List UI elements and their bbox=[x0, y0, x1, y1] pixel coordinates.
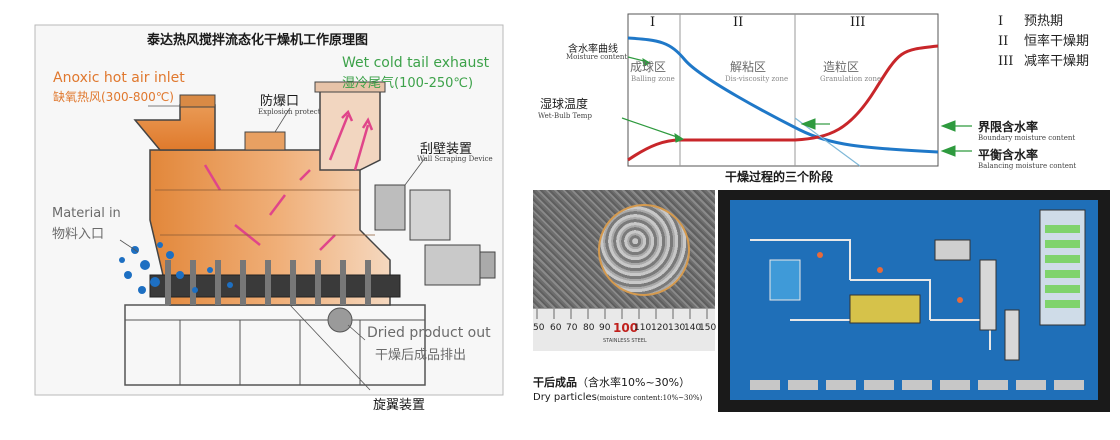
ruler-number-60: 60 bbox=[550, 323, 562, 333]
wall-scraper bbox=[374, 184, 406, 231]
explosion-port bbox=[244, 131, 286, 151]
exhaust-label-cn: 湿冷尾气(100-250℃) bbox=[342, 76, 474, 91]
temperature-curve bbox=[627, 44, 939, 162]
rotor-blades bbox=[165, 260, 371, 305]
ruler: 50 60 70 80 90 100 110 120 130 140 150 S… bbox=[533, 308, 717, 351]
stages-legend: I 预热期 II 恒率干燥期 III 减率干燥期 bbox=[998, 12, 1089, 72]
boundary-label-cn: 界限含水率 bbox=[978, 120, 1039, 134]
particles-photo bbox=[533, 190, 715, 308]
balance-label-en: Balancing moisture content bbox=[978, 162, 1077, 170]
particles-caption-cn: 干后成品（含水率10%~30%） bbox=[533, 374, 690, 390]
dryer-illustration bbox=[34, 24, 504, 396]
moisture-curve-label-en: Moisture content bbox=[566, 53, 628, 61]
mimic-dryer bbox=[849, 294, 921, 324]
legend-text-1: 预热期 bbox=[1024, 14, 1064, 29]
stage-numeral-1: I bbox=[650, 15, 656, 30]
dryer-diagram-panel: 泰达热风搅拌流态化干燥机工作原理图 Anoxic hot air inlet 缺… bbox=[30, 20, 510, 420]
dried-out-label-en: Dried product out bbox=[367, 325, 491, 341]
rotor-shaft bbox=[149, 274, 401, 298]
scraping-label-en: Wall Scraping Device bbox=[417, 155, 493, 163]
ruler-numbers: 50 60 70 80 90 100 110 120 130 140 150 bbox=[533, 321, 717, 337]
mimic-bottom-buttons bbox=[750, 380, 1084, 390]
mimic-indicators bbox=[817, 252, 963, 303]
legend-item-2: II 恒率干燥期 bbox=[998, 32, 1089, 52]
ruler-number-90: 90 bbox=[599, 323, 611, 333]
material-particles bbox=[119, 242, 233, 294]
particles-caption-en-row: Dry particles(moisture content:10%~30%) bbox=[533, 392, 702, 403]
rotor-label-cn: 旋翼装置 bbox=[373, 398, 426, 413]
zone2-label-en: Dis-viscosity zone bbox=[725, 75, 789, 83]
dried-out-label-cn: 干燥后成品排出 bbox=[375, 348, 467, 363]
particles-caption-title: 干后成品 bbox=[533, 376, 577, 389]
ruler-caption: STAINLESS STEEL bbox=[603, 338, 647, 344]
ruler-number-50: 50 bbox=[533, 323, 545, 333]
wet-bulb-label-cn: 湿球温度 bbox=[540, 97, 589, 111]
legend-text-3: 减率干燥期 bbox=[1024, 54, 1090, 69]
ruler-number-80: 80 bbox=[583, 323, 595, 333]
material-in-label-en: Material in bbox=[52, 206, 121, 221]
ruler-number-110: 110 bbox=[634, 323, 652, 333]
drive-motor bbox=[424, 244, 481, 286]
stage-numeral-3: III bbox=[850, 15, 866, 30]
moisture-curve bbox=[627, 36, 939, 154]
mimic-side-panel-buttons bbox=[1045, 225, 1080, 308]
zone1-label-en: Balling zone bbox=[631, 75, 675, 83]
control-screen-display bbox=[730, 200, 1098, 400]
legend-item-3: III 减率干燥期 bbox=[998, 52, 1089, 72]
mimic-fan bbox=[934, 239, 971, 261]
particles-caption-en: Dry particles bbox=[533, 392, 597, 403]
dry-particles-panel: 50 60 70 80 90 100 110 120 130 140 150 S… bbox=[533, 190, 717, 418]
stages-chart-caption: 干燥过程的三个阶段 bbox=[725, 170, 834, 184]
mimic-silo bbox=[1004, 309, 1020, 361]
ruler-number-120: 120 bbox=[651, 323, 669, 333]
legend-numeral-2: II bbox=[998, 34, 1009, 49]
ruler-number-70: 70 bbox=[566, 323, 578, 333]
zone3-label-cn: 造粒区 bbox=[823, 60, 860, 74]
ruler-ticks bbox=[536, 309, 708, 319]
legend-numeral-1: I bbox=[998, 14, 1004, 29]
legend-numeral-3: III bbox=[998, 54, 1014, 69]
zone1-label-cn: 成球区 bbox=[630, 60, 667, 74]
moisture-curve-label-cn: 含水率曲线 bbox=[568, 44, 618, 55]
exhaust-label-en: Wet cold tail exhaust bbox=[342, 55, 490, 71]
explosion-port-label-en: Explosion protect bbox=[258, 108, 321, 116]
particles-caption-range: （含水率10%~30%） bbox=[577, 376, 691, 389]
explosion-port-label-cn: 防爆口 bbox=[260, 94, 300, 109]
drying-stages-chart: I II III 含水率曲线 Moisture content 成球区 Ball… bbox=[530, 0, 1110, 185]
ruler-number-140: 140 bbox=[684, 323, 702, 333]
zone2-label-cn: 解粘区 bbox=[730, 60, 767, 74]
scraping-label-cn: 刮壁装置 bbox=[420, 142, 473, 157]
hot-air-inlet-label-en: Anoxic hot air inlet bbox=[53, 70, 185, 86]
zone3-label-en: Granulation zone bbox=[820, 75, 882, 83]
stage-numeral-2: II bbox=[733, 15, 744, 30]
discharge-outlet bbox=[327, 307, 353, 333]
hot-air-inlet-label-cn: 缺氧热风(300-800℃) bbox=[53, 90, 174, 104]
mimic-tank-1 bbox=[769, 259, 801, 301]
boundary-label-en: Boundary moisture content bbox=[978, 134, 1076, 142]
control-screen bbox=[718, 190, 1110, 412]
stages-chart-frame bbox=[627, 13, 939, 167]
balance-label-cn: 平衡含水率 bbox=[978, 148, 1039, 162]
particles-caption-en-note: (moisture content:10%~30%) bbox=[596, 394, 703, 402]
mimic-cyclone bbox=[979, 259, 997, 331]
ruler-number-150: 150 bbox=[699, 323, 717, 333]
pointer-arrows bbox=[621, 56, 972, 157]
legend-text-2: 恒率干燥期 bbox=[1024, 34, 1090, 49]
ruler-number-100: 100 bbox=[613, 321, 639, 335]
stages-chart-svg bbox=[621, 13, 972, 167]
process-mimic bbox=[750, 209, 1086, 390]
legend-item-1: I 预热期 bbox=[998, 12, 1089, 32]
particles-magnified bbox=[598, 204, 690, 296]
gearbox bbox=[409, 189, 451, 241]
dryer-title: 泰达热风搅拌流态化干燥机工作原理图 bbox=[147, 33, 369, 48]
ruler-number-130: 130 bbox=[668, 323, 686, 333]
material-in-label-cn: 物料入口 bbox=[52, 227, 105, 242]
wet-bulb-label-en: Wet-Bulb Temp bbox=[538, 112, 592, 120]
